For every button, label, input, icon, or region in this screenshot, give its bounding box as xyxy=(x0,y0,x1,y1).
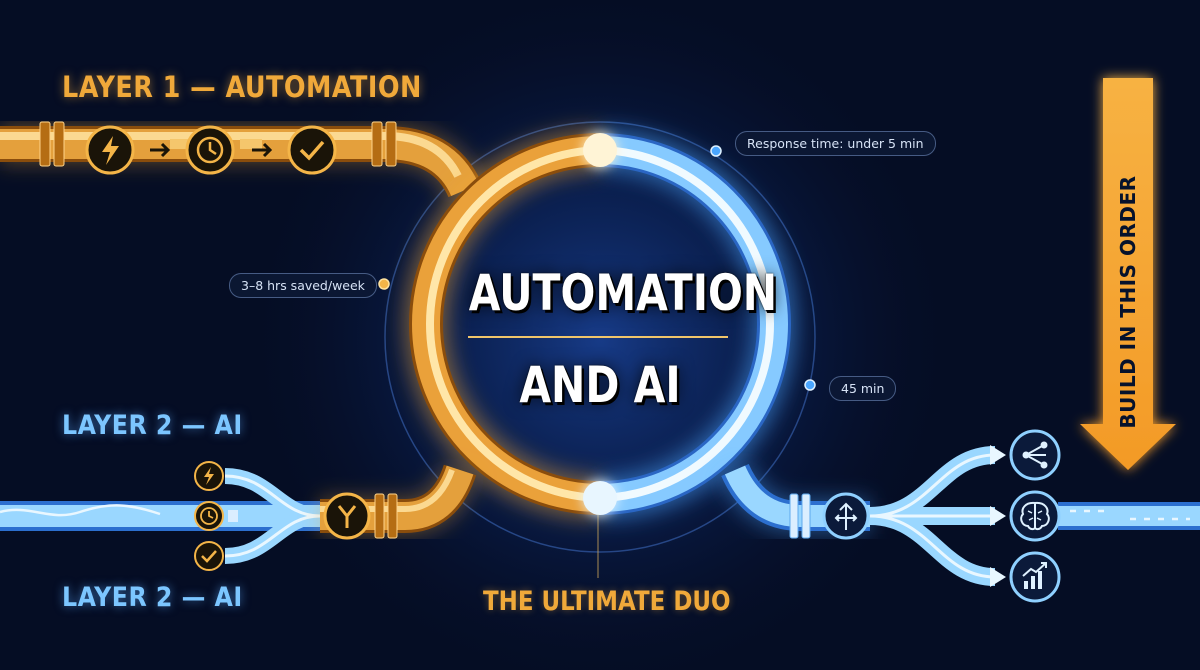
center-title-line1: AUTOMATION xyxy=(468,264,778,322)
center-title-line2: AND AI xyxy=(519,356,681,414)
layer-2-label-bottom: LAYER 2 — AI xyxy=(62,582,243,613)
merge-icon xyxy=(323,492,371,540)
split-direction-icon xyxy=(822,492,870,540)
ai-gold-connector xyxy=(320,463,479,540)
checkmark-icon xyxy=(194,541,224,571)
footer-title: THE ULTIMATE DUO xyxy=(483,586,731,617)
hours-saved-callout: 3–8 hrs saved/week xyxy=(229,273,377,298)
minutes-callout: 45 min xyxy=(829,376,897,401)
response-time-callout: Response time: under 5 min xyxy=(735,131,936,156)
ai-input-icons xyxy=(194,461,224,571)
brain-icon xyxy=(1009,490,1061,542)
growth-chart-icon xyxy=(1009,551,1061,603)
callout-markers xyxy=(378,145,816,391)
arrow-right-icon xyxy=(252,142,273,158)
automation-step-icons xyxy=(85,125,337,175)
layer-2-label-top: LAYER 2 — AI xyxy=(62,410,243,441)
arrow-right-icon xyxy=(150,142,171,158)
layer-1-label: LAYER 1 — AUTOMATION xyxy=(62,70,422,104)
automation-pipe xyxy=(0,121,484,199)
clock-icon xyxy=(185,125,235,175)
lightning-icon xyxy=(85,125,135,175)
network-share-icon xyxy=(1009,429,1061,481)
lightning-icon xyxy=(194,461,224,491)
checkmark-icon xyxy=(287,125,337,175)
ai-output-icons xyxy=(1009,429,1061,603)
build-order-arrow xyxy=(1080,78,1176,470)
clock-icon xyxy=(194,501,224,531)
build-order-text: BUILD IN THIS ORDER xyxy=(1116,175,1140,429)
central-ring xyxy=(404,128,796,520)
ai-input-pipes xyxy=(0,468,330,564)
ai-output-pipes xyxy=(718,445,1200,587)
